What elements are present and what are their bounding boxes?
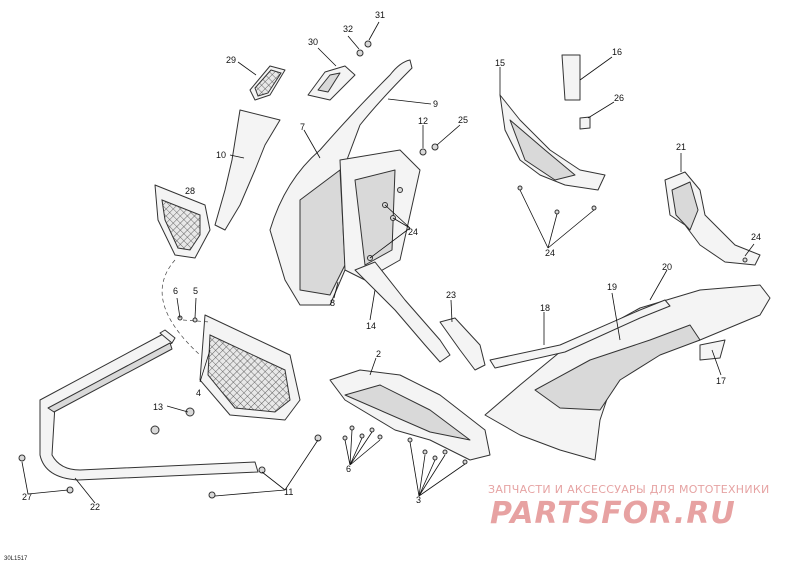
part-bumper-frame	[39, 329, 259, 481]
part-side-panel-15	[499, 94, 606, 191]
callout-4: 4	[196, 388, 201, 398]
callout-9: 9	[433, 99, 438, 109]
callout-24b: 24	[751, 232, 761, 242]
part-air-deflector	[154, 184, 211, 259]
callout-21: 21	[676, 142, 686, 152]
callout-20: 20	[662, 262, 672, 272]
callout-7: 7	[300, 122, 305, 132]
callout-10: 10	[216, 150, 226, 160]
part-rail-18	[489, 299, 671, 369]
part-lower-panel-2	[329, 369, 491, 461]
part-support-bracket-14	[354, 261, 451, 363]
callout-3: 3	[416, 495, 421, 505]
watermark-tagline: ЗАПЧАСТИ И АКСЕССУАРЫ ДЛЯ МОТОТЕХНИКИ	[488, 483, 770, 496]
part-bracket-23	[439, 317, 486, 371]
callout-30: 30	[308, 37, 318, 47]
callout-numbers: 31 32 30 29 9 7 12 25 10 28 24 6 5 14 8 …	[22, 10, 761, 512]
watermark: ЗАПЧАСТИ И АКСЕССУАРЫ ДЛЯ МОТОТЕХНИКИ PA…	[488, 483, 770, 531]
callout-2: 2	[376, 349, 381, 359]
part-side-panel-21	[664, 171, 761, 266]
part-front-grille-mesh	[199, 314, 301, 421]
callout-5: 5	[193, 286, 198, 296]
part-label-16	[561, 54, 581, 101]
callout-31: 31	[375, 10, 385, 20]
callout-12: 12	[418, 116, 428, 126]
callout-24: 24	[408, 227, 418, 237]
callout-32: 32	[343, 24, 353, 34]
part-side-body-panel	[484, 284, 771, 461]
callout-25: 25	[458, 115, 468, 125]
part-vent-grille-29	[249, 65, 286, 101]
fasteners	[18, 40, 748, 499]
leader-lines	[21, 21, 755, 504]
callout-22: 22	[90, 502, 100, 512]
callout-16: 16	[612, 47, 622, 57]
part-side-panel-left	[214, 109, 281, 231]
callout-18: 18	[540, 303, 550, 313]
part-hood-cover-30	[307, 65, 356, 101]
diagram-code: 30L1517	[4, 556, 28, 562]
guide-lines	[161, 259, 211, 356]
callout-27: 27	[22, 492, 32, 502]
part-label-26	[579, 116, 591, 130]
callout-24c: 24	[545, 248, 555, 258]
callout-29: 29	[226, 55, 236, 65]
callout-15: 15	[495, 58, 505, 68]
callout-14: 14	[366, 321, 376, 331]
callout-17: 17	[716, 376, 726, 386]
callout-11: 11	[284, 487, 293, 497]
callout-13: 13	[153, 402, 163, 412]
callout-19: 19	[607, 282, 617, 292]
callout-6b: 6	[346, 464, 351, 474]
callout-6: 6	[173, 286, 178, 296]
callout-23: 23	[446, 290, 456, 300]
part-front-cowl	[269, 59, 421, 306]
watermark-logo: PARTSFOR.RU	[490, 496, 736, 531]
callout-28: 28	[185, 186, 195, 196]
callout-26: 26	[614, 93, 624, 103]
callout-8: 8	[330, 298, 335, 308]
